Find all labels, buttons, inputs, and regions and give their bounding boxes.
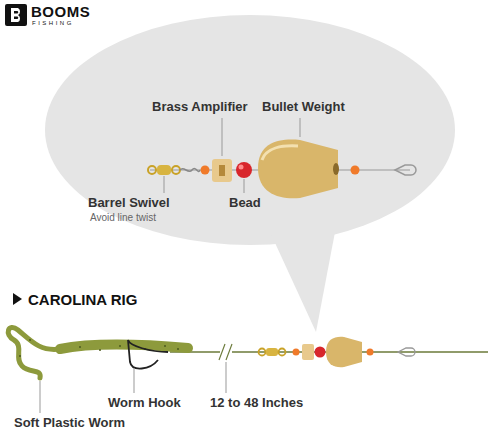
part-label: Brass Amplifier: [152, 100, 248, 115]
section-heading: CAROLINA RIG: [28, 291, 137, 308]
part-label: Bullet Weight: [262, 100, 345, 115]
part-label: Bead: [229, 196, 261, 211]
logo-mark: [5, 4, 27, 26]
part-label: Barrel Swivel: [88, 196, 170, 211]
brand-name: BOOMS: [31, 3, 90, 20]
logo-letter: [11, 8, 20, 22]
part-label: Soft Plastic Worm: [14, 416, 125, 431]
part-label: Worm Hook: [108, 396, 181, 411]
heading-marker: [13, 293, 22, 305]
exploded-rig: [148, 118, 416, 198]
part-note: Avoid line twist: [90, 212, 156, 224]
brand-subtitle: FISHING: [32, 20, 74, 27]
callout-bubble: [45, 15, 455, 332]
assembled-rig: [8, 327, 488, 413]
dimension-label: 12 to 48 Inches: [210, 396, 303, 411]
